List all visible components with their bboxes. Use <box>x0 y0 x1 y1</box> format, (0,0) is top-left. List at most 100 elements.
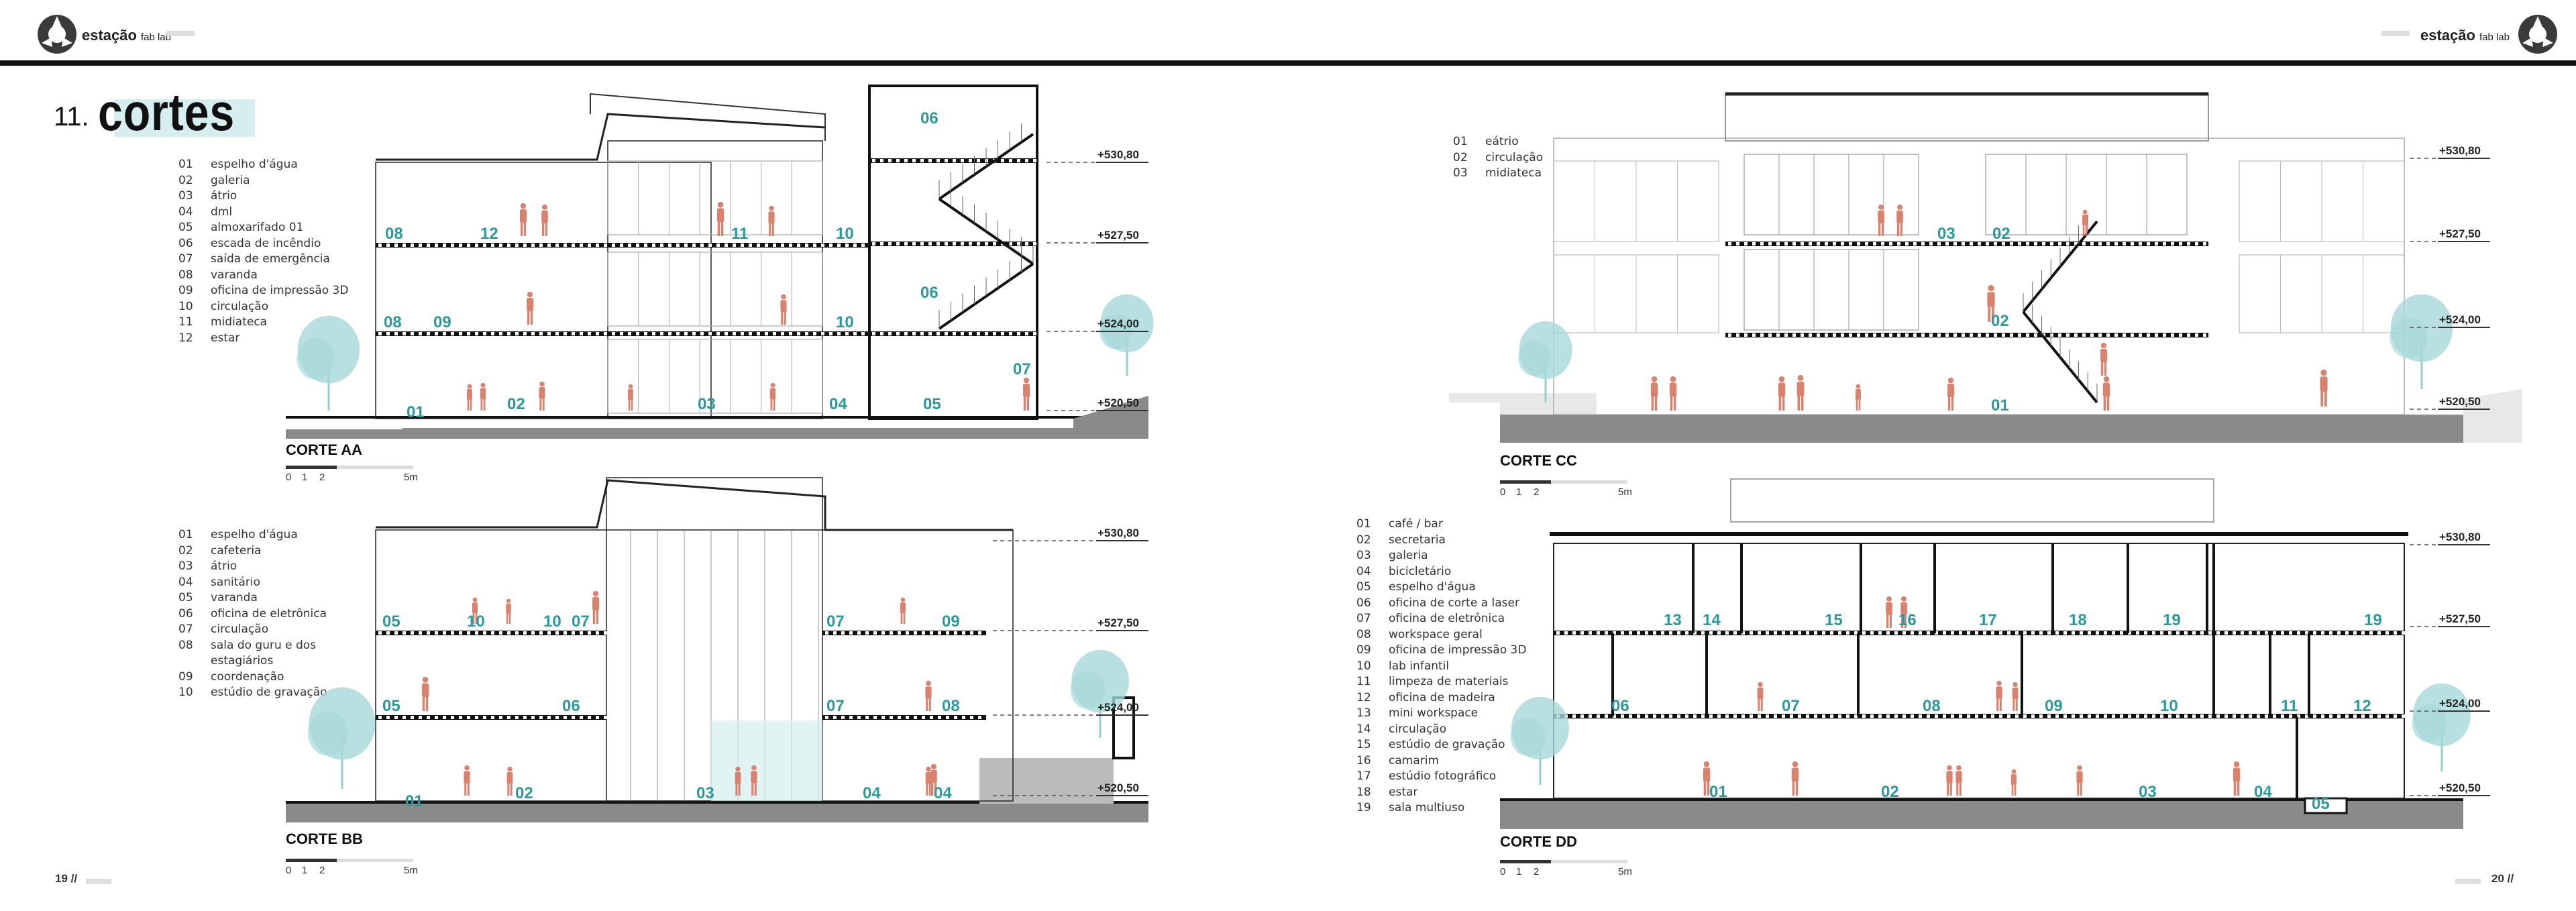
slab-void <box>1728 333 1731 337</box>
room-number: 18 <box>2069 611 2087 629</box>
slab-void <box>873 631 877 635</box>
slab-void <box>1830 631 1833 635</box>
slab-void <box>1929 242 1933 246</box>
slab-void <box>1967 714 1970 718</box>
person-leg <box>2080 782 2082 796</box>
legend-number: 06 <box>1356 596 1371 610</box>
tree-crown <box>1510 717 1546 757</box>
person-head <box>1856 384 1861 389</box>
roof-volume-dd <box>1730 478 2214 523</box>
slab-void <box>2058 333 2061 337</box>
room-number: 10 <box>836 225 854 243</box>
legend-number: 09 <box>178 284 193 297</box>
legend-label: sala do guru e dos <box>211 638 317 652</box>
slab-void <box>1986 333 1989 337</box>
slab-void <box>789 244 792 247</box>
slab-void <box>2394 714 2397 718</box>
slab-void <box>2015 714 2019 718</box>
slab-void <box>2039 714 2043 718</box>
room-number: 12 <box>480 225 498 243</box>
slab-void <box>1913 242 1917 246</box>
tree <box>1070 649 1129 738</box>
slab-void <box>1943 714 1946 718</box>
room-number: 03 <box>698 395 716 413</box>
slab-void <box>837 332 841 335</box>
slab-void <box>1001 159 1004 162</box>
slab-void <box>596 244 599 247</box>
slab-void <box>757 332 760 335</box>
person-leg <box>467 398 470 411</box>
slab-void <box>580 244 583 247</box>
slab-void <box>1782 714 1785 718</box>
person-head <box>1792 761 1799 767</box>
legend-number: 15 <box>1356 738 1371 751</box>
person-leg <box>926 782 928 796</box>
slab-void <box>2160 714 2163 718</box>
scale-bar <box>1500 480 1627 484</box>
slab-void <box>1905 333 1909 337</box>
tree <box>1518 321 1572 403</box>
scale-tick-label: 2 <box>1534 486 1539 498</box>
person-leg <box>1856 398 1858 411</box>
slab-void <box>1994 242 1997 246</box>
slab-void <box>604 716 607 719</box>
legend-label: oficina de eletrônica <box>1389 612 1505 625</box>
person-leg <box>1651 395 1654 411</box>
person-body <box>1946 771 1953 784</box>
slab-void <box>547 332 551 335</box>
slab-void <box>402 244 406 247</box>
person-figure <box>900 597 906 624</box>
atrium-glass <box>711 720 822 801</box>
slab-void <box>789 332 792 335</box>
slab-void <box>2329 631 2332 635</box>
room-number: 07 <box>826 612 845 631</box>
slab-void <box>411 244 414 247</box>
slab-void <box>2042 242 2045 246</box>
slab-void <box>946 716 949 719</box>
legend-number: 07 <box>1356 612 1371 625</box>
legend-label: sala multiuso <box>1389 801 1465 814</box>
person-head <box>1670 376 1676 382</box>
slab-void <box>865 716 869 719</box>
slab-void <box>825 716 828 719</box>
slab-void <box>2055 631 2059 635</box>
slab-void <box>2249 631 2252 635</box>
slab-void <box>1693 714 1697 718</box>
slab-void <box>1792 242 1796 246</box>
scale-segment <box>1551 480 1627 484</box>
scale-tick-label: 1 <box>1516 866 1521 877</box>
logo-icon <box>2518 15 2557 54</box>
slab-void <box>499 716 502 719</box>
slab-void <box>628 244 631 247</box>
person-body <box>472 602 478 613</box>
slab-void <box>1953 333 1957 337</box>
slab-void <box>531 631 535 635</box>
slab-void <box>1841 242 1844 246</box>
person-leg <box>2237 780 2240 796</box>
slab-void <box>1784 333 1788 337</box>
slab-void <box>394 631 398 635</box>
legend-number: 02 <box>178 543 193 557</box>
section-title-bb: CORTE BB <box>286 830 363 847</box>
tree <box>1510 696 1569 785</box>
slab-void <box>580 332 583 335</box>
slab-void <box>467 631 470 635</box>
slab-void <box>1878 631 1882 635</box>
tree-crown <box>308 711 348 756</box>
room-number: 05 <box>2312 795 2330 813</box>
legend-label: eátrio <box>1485 135 1519 148</box>
slab-void <box>1717 631 1721 635</box>
room-number: 11 <box>731 225 748 243</box>
person-leg <box>1654 395 1658 411</box>
slab-void <box>459 332 462 335</box>
slab-void <box>1685 714 1688 718</box>
room-number: 03 <box>696 784 714 802</box>
legend-number: 05 <box>178 221 193 234</box>
legend-number: 05 <box>1356 580 1371 594</box>
